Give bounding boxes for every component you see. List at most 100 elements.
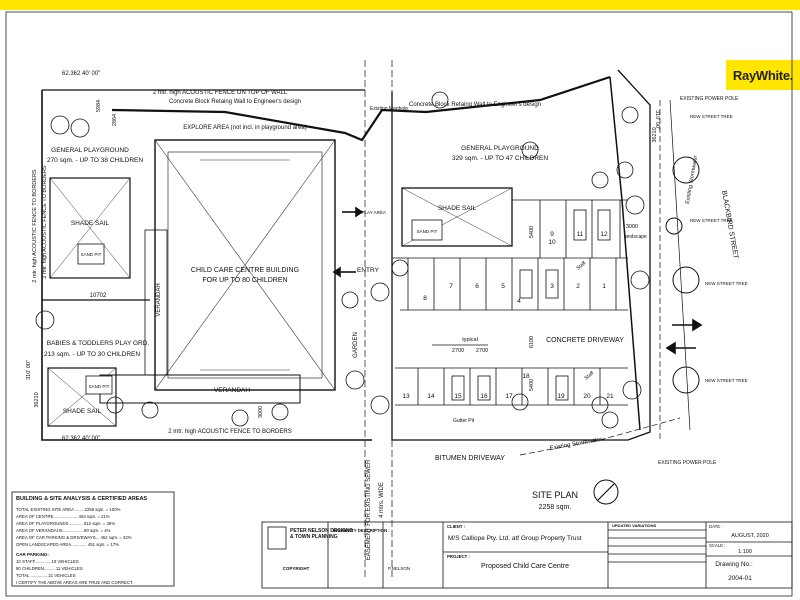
dim-36210-right: 36210: [652, 127, 658, 142]
general-playground-right-area: 329 sqm. - UP TO 47 CHILDREN: [452, 155, 548, 162]
sand-pit-north-east: [411, 219, 443, 241]
bay-number: 7: [449, 283, 453, 290]
dim-36210-left: 36210: [34, 392, 40, 407]
designer-sub: & TOWN PLANNING: [290, 534, 338, 540]
bay-number: 10: [548, 239, 556, 246]
bay-number: 3: [550, 283, 554, 290]
roof-hip-line: [244, 264, 336, 391]
trees: [35, 91, 650, 429]
bay-number: 12: [600, 231, 608, 238]
gutter-pit-label: Gutter Pit: [453, 418, 475, 424]
existing-stormwater-label: Existing Stormwater: [549, 437, 603, 452]
designer-name: PETER NELSON DESIGNS: [290, 528, 353, 534]
concrete-driveway-label: CONCRETE DRIVEWAY: [546, 337, 624, 344]
bay-number: 15: [454, 393, 462, 400]
bay-number: 19: [557, 393, 565, 400]
existing-power-pole-top: EXISTING POWER POLE: [680, 96, 739, 102]
parking-row: 10 STAFF..............10 VEHICLES: [16, 559, 79, 564]
dim-10702: 10702: [90, 293, 107, 299]
existing-manhole-label: Existing Manhole: [370, 106, 408, 112]
dim-6100: 6100: [529, 336, 535, 348]
easement-label: EASEMENT FOR EXISTING SEWER: [366, 459, 372, 560]
project-label: PROJECT :: [447, 554, 470, 559]
wall-top-right-label: Concrete Block Retaing Wall to Engineer'…: [409, 102, 541, 108]
parking-row: 80 CHILDREN..........11 VEHICLES: [16, 566, 83, 571]
brand-top-bar: [0, 0, 800, 10]
analysis-row: AREA OF CAR PARKING & DRIVEWAYS... 452 s…: [16, 535, 132, 540]
verandah-south-label: VERANDAH: [214, 387, 250, 394]
entry-label: ENTRY: [357, 267, 380, 274]
existing-stormwater-street-label: Existing Stormwater: [685, 155, 699, 204]
dim-5984: 5984: [96, 100, 102, 112]
date-label: DATE :: [709, 524, 723, 529]
updated-variations-label: UPDATED VARIATIONS: [612, 523, 657, 528]
bay-number: 13: [402, 393, 410, 400]
general-playground-left-title: GENERAL PLAYGROUND: [51, 147, 129, 154]
site-boundary-right: [391, 69, 651, 441]
analysis-row: AREA OF PLAYGROUNDS............ 812 sqm.…: [16, 521, 115, 526]
bay-number: 6: [475, 283, 479, 290]
bay-number: 14: [427, 393, 435, 400]
new-street-trees: [665, 156, 700, 394]
new-street-tree-1: NEW STREET TREE: [690, 114, 733, 119]
designer-signature: P.NELSON: [388, 566, 410, 571]
parking-title: CAR PARKING:: [16, 552, 49, 557]
bitumen-driveway-label: BITUMEN DRIVEWAY: [435, 455, 505, 462]
retaining-wall-east: [609, 76, 641, 431]
verandah-south: [99, 374, 301, 404]
analysis-row: TOTAL EXISTING SITE AREA ........2258 sq…: [16, 507, 121, 512]
babies-playground-title: BABIES & TODDLERS PLAY GRD.: [47, 340, 150, 347]
date-value: AUGUST, 2020: [731, 533, 769, 539]
copyright-label: COPYRIGHT: [283, 566, 310, 571]
bay-number: 4: [517, 298, 521, 305]
bearing-left: 310' 00": [26, 360, 32, 380]
child-care-building: [154, 139, 336, 391]
shade-sail-diagonal: [49, 177, 131, 279]
to-play-area-label: TO PLAY AREA: [354, 210, 386, 215]
analysis-row: AREA OF VERANDAHS................. 80 sq…: [16, 528, 111, 533]
dim-2700-a: 2700: [452, 348, 464, 354]
street-label: BLACKBIRD STREET: [720, 190, 739, 260]
bay-number: 20: [583, 393, 591, 400]
sand-pit-south-west: [85, 375, 113, 395]
bearing-right: 310' 00": [654, 110, 660, 130]
building-label-2: FOR UP TO 80 CHILDREN: [202, 277, 287, 284]
dim-3000-bottom: 3000: [258, 406, 264, 418]
scale-label: SCALE :: [709, 543, 725, 548]
fence-left-label-2: 2 mtr. high ACOUSTIC FENCE TO BORDERS: [42, 165, 48, 279]
project-name: Proposed Child Care Centre: [481, 563, 569, 570]
site-plan-title: SITE PLAN: [532, 490, 578, 500]
bay-number: 5: [501, 283, 505, 290]
fence-left-label-1: 2 mtr. high ACOUSTIC FENCE TO BORDERS: [32, 169, 38, 283]
bay-number: 11: [577, 231, 584, 238]
verandah-west: [144, 229, 168, 376]
north-arrow: [593, 479, 619, 505]
analysis-title: BUILDING & SITE ANALYSIS & CERTIFIED ARE…: [16, 496, 147, 502]
sand-pit-label-nw: SAND PIT: [81, 252, 102, 257]
drawing-number-label: Drawing No.:: [715, 561, 753, 568]
retaining-wall: [111, 75, 611, 142]
fence-bottom-label: 2 mtr. high ACOUSTIC FENCE TO BORDERS: [168, 429, 291, 435]
drawing-frame: [5, 11, 793, 597]
fence-top-label: 2 mtr. high ACOUSTIC FENCE ON TOP OF WAL…: [153, 90, 288, 96]
shade-sail-north-east: [401, 187, 513, 247]
bay-number: 21: [606, 393, 614, 400]
shade-sail-north-west: [49, 177, 131, 279]
dim-5400-bottom: 5400: [529, 379, 535, 391]
parking-row: TOTAL ...............21 VEHICLES: [16, 573, 76, 578]
building-label-1: CHILD CARE CENTRE BUILDING: [191, 267, 299, 274]
traffic-arrows: [332, 206, 703, 355]
bay-number: 9: [550, 231, 554, 238]
car-parking: [392, 199, 628, 406]
typical-label: typical: [462, 337, 478, 343]
dim-2700-b: 2700: [476, 348, 488, 354]
stormwater-line: [519, 417, 681, 456]
new-street-tree-4: NEW STREET TREE: [705, 378, 748, 383]
analysis-box: [11, 491, 175, 587]
sand-pit-label-sw: SAND PIT: [89, 384, 110, 389]
roof-hip-line: [154, 264, 246, 391]
analysis-row: OPEN LANDSCAPED AREA............. 451 sq…: [16, 542, 119, 547]
street-kerb: [669, 99, 691, 431]
general-playground-left-area: 270 sqm. - UP TO 38 CHILDREN: [47, 157, 143, 164]
